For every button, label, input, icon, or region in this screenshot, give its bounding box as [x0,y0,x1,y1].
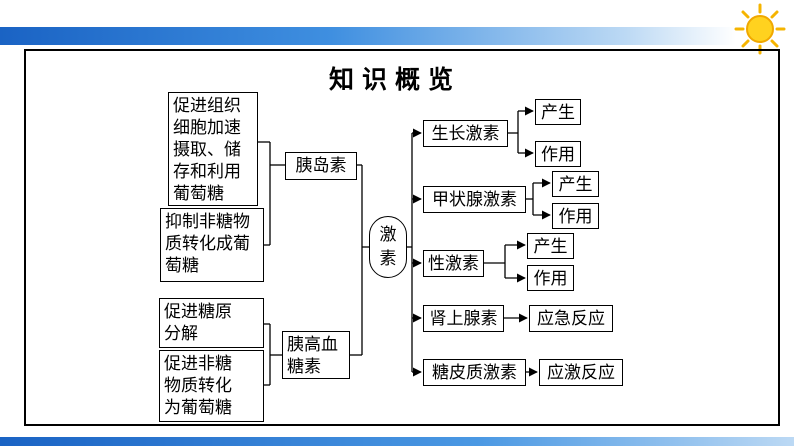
growth-hormone-node: 生长激素 [423,120,508,147]
glucocorticoid-node: 糖皮质激素 [423,359,526,386]
sex-hormone-production: 产生 [527,233,574,259]
growth-hormone-production: 产生 [535,99,581,125]
sex-hormone-function: 作用 [527,265,574,291]
growth-hormone-function: 作用 [535,141,581,167]
glucagon-node: 胰高血 糖素 [282,331,350,379]
diagram-frame [24,49,780,426]
insulin-effect-promote-uptake: 促进组织 细胞加速 摄取、储 存和利用 葡萄糖 [168,92,258,206]
glucocorticoid-stress-response: 应激反应 [539,359,623,386]
glucagon-effect-glycogenolysis: 促进糖原 分解 [159,298,264,348]
insulin-node: 胰岛素 [285,152,357,180]
adrenaline-node: 肾上腺素 [423,305,504,332]
bottom-banner-bar [0,437,794,446]
top-banner-bar [0,27,736,45]
sun-icon [734,3,786,55]
adrenaline-emergency-response: 应急反应 [529,305,613,332]
glucagon-effect-gluconeogenesis: 促进非糖 物质转化 为葡萄糖 [159,350,264,422]
insulin-effect-inhibit-conversion: 抑制非糖物 质转化成葡 萄糖 [160,208,264,282]
thyroid-hormone-node: 甲状腺激素 [423,186,526,213]
hormone-center-node: 激 素 [369,216,407,278]
sex-hormone-node: 性激素 [423,250,484,277]
thyroid-hormone-function: 作用 [552,203,599,229]
diagram-title: 知识概览 [328,65,461,94]
thyroid-hormone-production: 产生 [552,171,599,197]
